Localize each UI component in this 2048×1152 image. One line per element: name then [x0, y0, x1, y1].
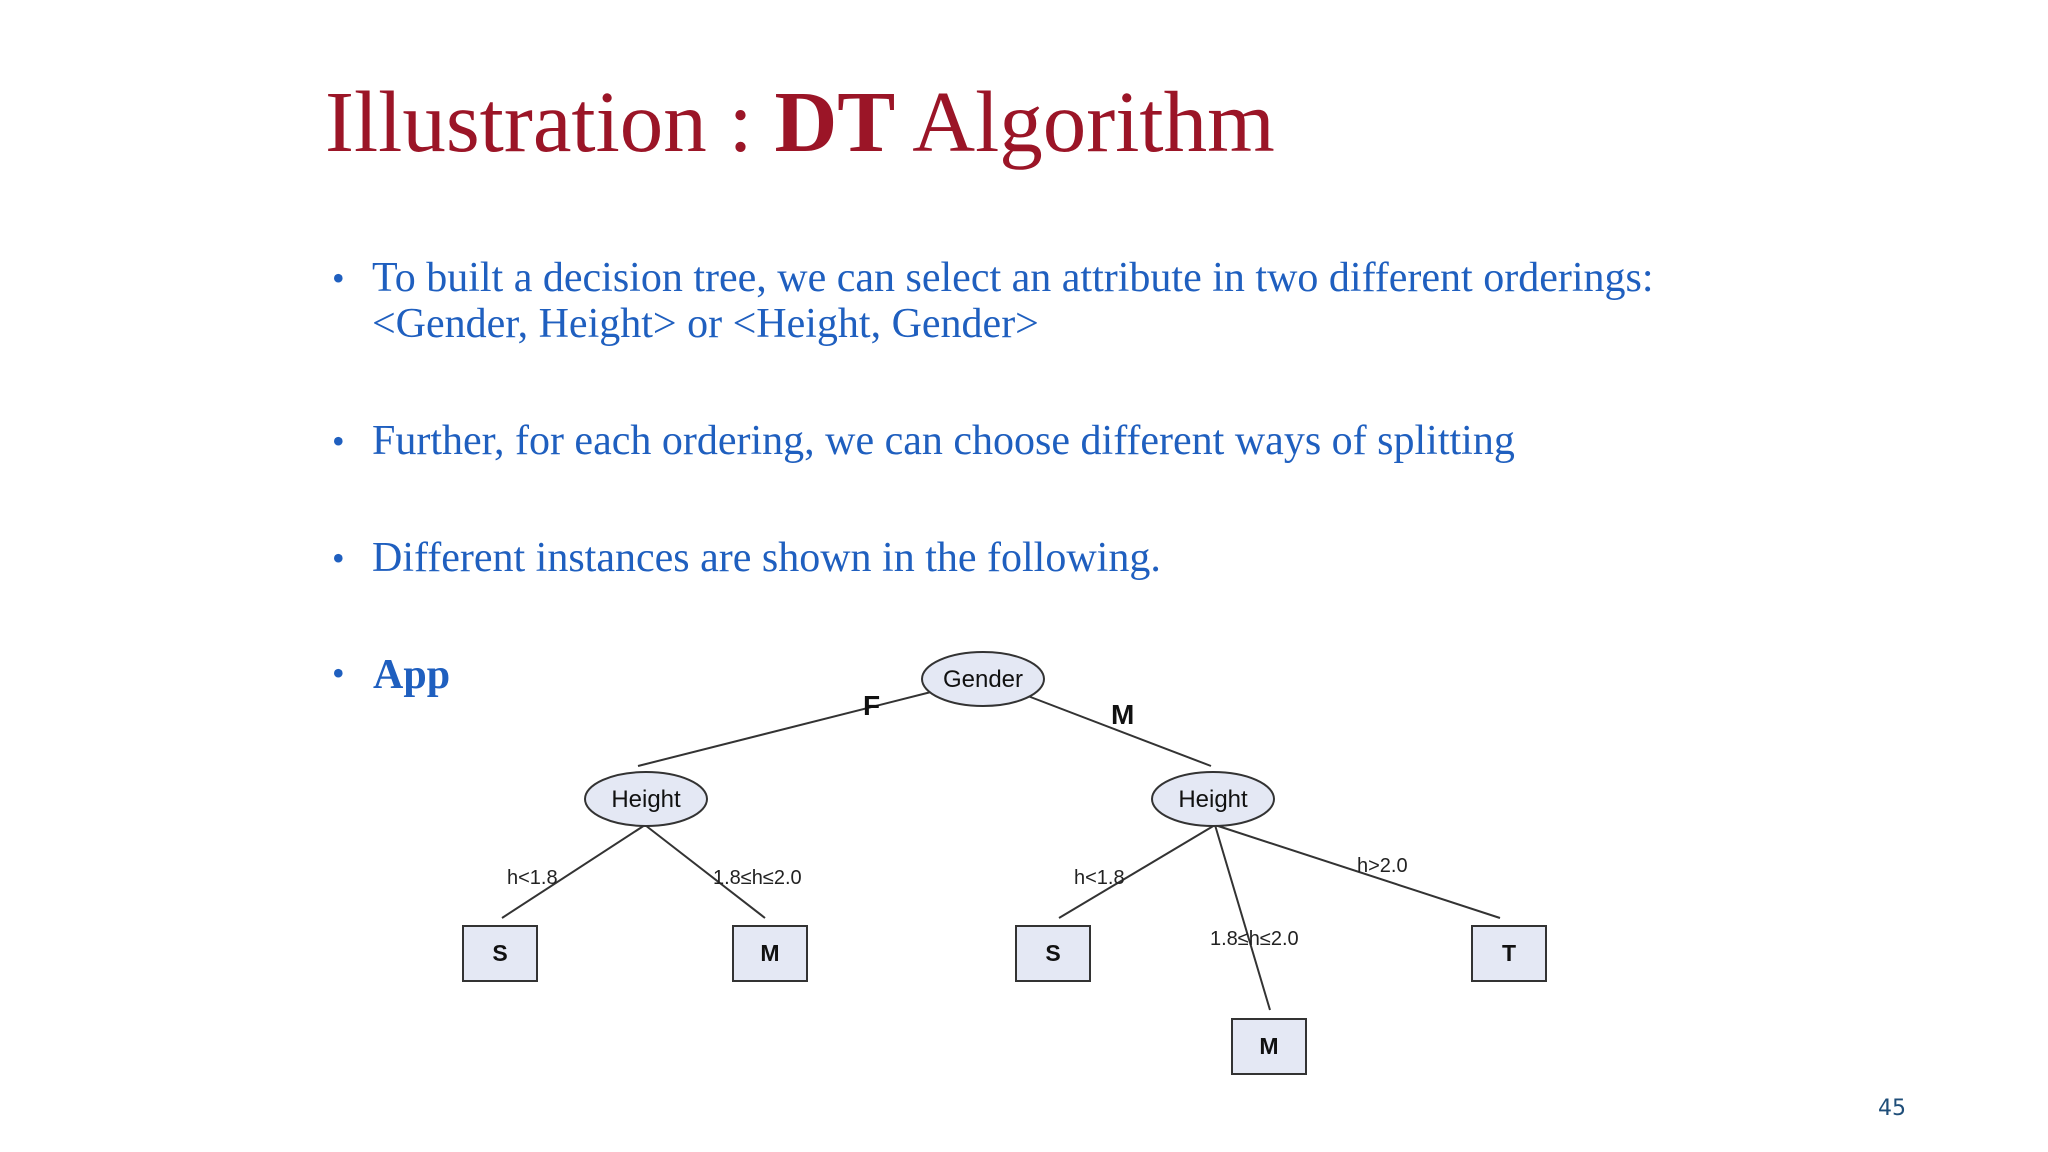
- leaf-label: S: [492, 940, 507, 966]
- node-ellipse: [921, 651, 1045, 707]
- bullet-text-truncated: App: [373, 652, 451, 698]
- leaf-box: [1015, 925, 1091, 982]
- edge-gender-right-height: [1019, 692, 1212, 767]
- leaf-label: M: [1259, 1033, 1278, 1059]
- leaf-label: T: [1502, 940, 1516, 966]
- tree-leaf-left-s: S: [462, 925, 538, 982]
- bullet-item-orderings: • To built a decision tree, we can selec…: [332, 255, 1654, 347]
- leaf-label: S: [1045, 940, 1060, 966]
- slide-title: Illustration : DT Algorithm: [325, 72, 1275, 172]
- tree-leaf-right-t: T: [1471, 925, 1547, 982]
- leaf-box: [462, 925, 538, 982]
- edge-label-left-h-mid: 1.8≤h≤2.0: [713, 867, 802, 889]
- tree-node-right-height: Height: [1151, 771, 1275, 827]
- edge-label-m: M: [1111, 699, 1134, 730]
- bullet-text: Further, for each ordering, we can choos…: [372, 418, 1515, 464]
- edge-label-right-h-mid: 1.8≤h≤2.0: [1210, 928, 1299, 950]
- node-label-right-height: Height: [1178, 786, 1248, 813]
- node-ellipse: [1151, 771, 1275, 827]
- tree-node-left-height: Height: [584, 771, 708, 827]
- title-bold: DT: [774, 73, 896, 170]
- tree-leaf-right-s: S: [1015, 925, 1091, 982]
- page-number: 45: [1878, 1096, 1906, 1121]
- node-ellipse: [584, 771, 708, 827]
- title-suffix: Algorithm: [895, 73, 1275, 170]
- bullet-marker: •: [332, 538, 345, 578]
- diagram-background: [462, 652, 1562, 1082]
- edge-label-f: F: [863, 690, 880, 721]
- edge-left-height-m: [644, 824, 766, 919]
- edge-left-height-s: [501, 824, 646, 919]
- tree-edges: [501, 690, 1501, 1011]
- bullet-text-line1: To built a decision tree, we can select …: [372, 255, 1654, 301]
- bullet-text-line2: <Gender, Height> or <Height, Gender>: [372, 301, 1039, 347]
- leaf-box: [1231, 1018, 1307, 1075]
- node-label-left-height: Height: [611, 786, 681, 813]
- bullet-item-instances: • Different instances are shown in the f…: [332, 535, 1161, 581]
- edge-label-left-h-lt: h<1.8: [507, 867, 558, 889]
- leaf-box: [732, 925, 808, 982]
- bullet-marker: •: [332, 653, 345, 693]
- tree-leaf-right-m: M: [1231, 1018, 1307, 1075]
- edge-label-right-h-lt: h<1.8: [1074, 867, 1125, 889]
- bullet-item-approach: • App: [332, 652, 462, 702]
- edge-right-height-s: [1058, 824, 1216, 919]
- title-prefix: Illustration :: [325, 73, 775, 170]
- bullet-text: Different instances are shown in the fol…: [372, 535, 1161, 581]
- node-label-gender: Gender: [943, 666, 1023, 693]
- edge-right-height-m: [1214, 824, 1271, 1011]
- edge-label-right-h-gt: h>2.0: [1357, 855, 1408, 877]
- bullet-item-splitting: • Further, for each ordering, we can cho…: [332, 418, 1515, 464]
- bullet-marker: •: [332, 258, 345, 298]
- bullet-marker: •: [332, 421, 345, 461]
- leaf-box: [1471, 925, 1547, 982]
- edge-gender-left-height: [637, 690, 936, 767]
- leaf-label: M: [760, 940, 779, 966]
- tree-node-gender: Gender: [921, 651, 1045, 707]
- tree-leaf-left-m: M: [732, 925, 808, 982]
- edge-right-height-t: [1214, 824, 1501, 919]
